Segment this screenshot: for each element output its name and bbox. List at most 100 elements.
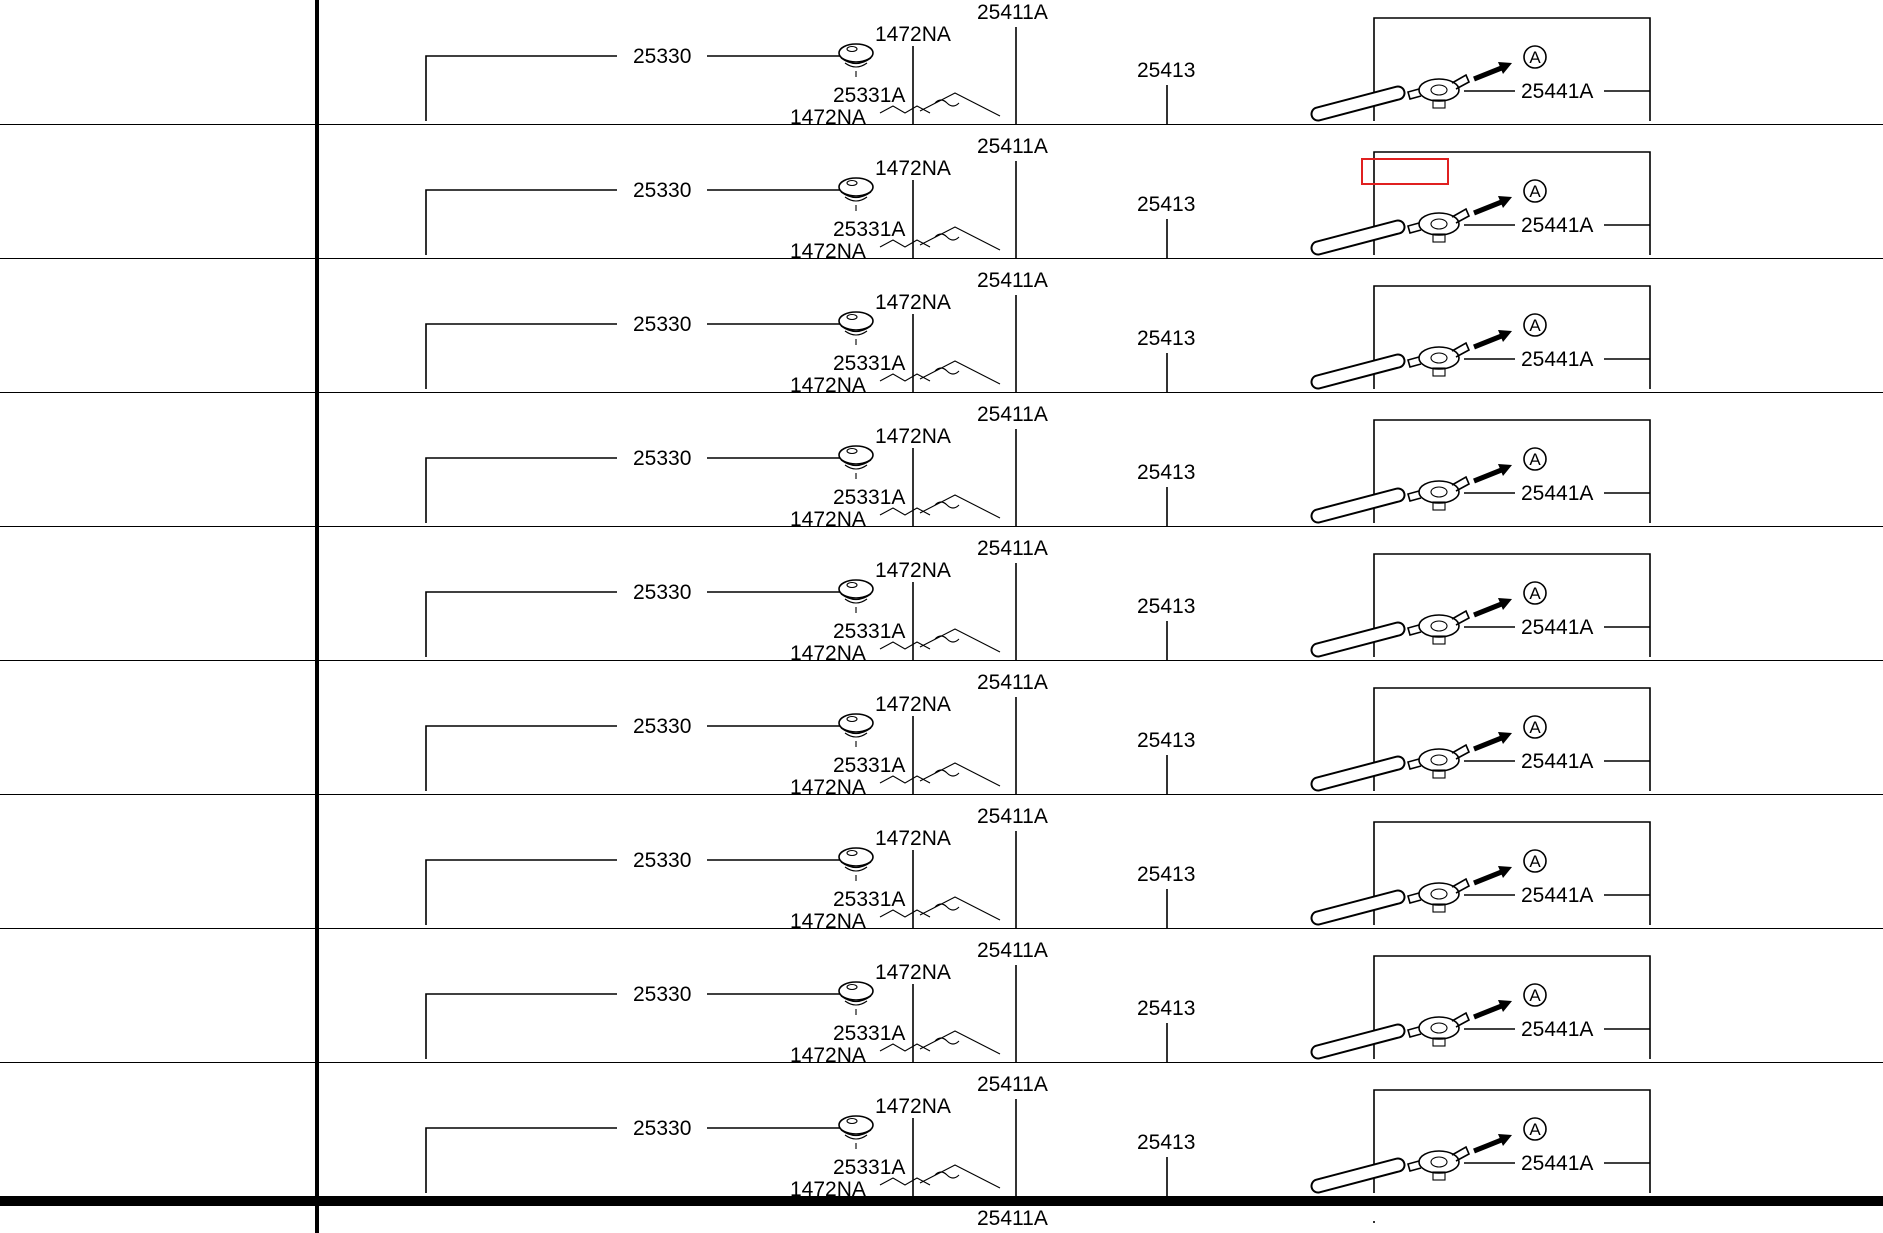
strip-drawing: 25330 1472NA 25331A 1472NA 25411A — [425, 1073, 1651, 1196]
label-25441a: 25441A — [1521, 750, 1593, 773]
diagram-strip-7: 25330 1472NA 25331A 1472NA 25411A — [0, 795, 1883, 928]
label-25411a: 25411A — [977, 403, 1048, 426]
radiator-cap-icon — [838, 579, 874, 613]
label-25331a: 25331A — [833, 620, 905, 643]
reference-a-label: A — [1529, 450, 1541, 469]
reference-a-icon: A — [1523, 313, 1547, 337]
radiator-cap-icon — [838, 1115, 874, 1149]
strip-drawing: 25330 1472NA 25331A 1472NA 25411A — [425, 537, 1651, 660]
label-25411a: 25411A — [977, 537, 1048, 560]
pipe-icon — [1310, 487, 1406, 524]
radiator-cap-icon — [838, 713, 874, 747]
reference-a-label: A — [1529, 48, 1541, 67]
arrow-icon — [1473, 598, 1512, 618]
diagram-strip-8: 25330 1472NA 25331A 1472NA 25411A — [0, 929, 1883, 1062]
label-25413: 25413 — [1137, 461, 1195, 484]
diagram-strip-6: 25330 1472NA 25331A 1472NA 25411A — [0, 661, 1883, 794]
label-25330: 25330 — [633, 45, 691, 68]
arrow-icon — [1473, 732, 1512, 752]
diagram-strip-1: 25330 1472NA 25331A 1472NA 25411A — [0, 0, 1883, 124]
diagram-strip-5: 25330 1472NA 25331A 1472NA 25411A — [0, 527, 1883, 660]
label-25330: 25330 — [633, 313, 691, 336]
label-25441a: 25441A — [1521, 348, 1593, 371]
label-25330: 25330 — [633, 1117, 691, 1140]
diagram-strip-2: 25330 1472NA 25331A 1472NA 25411A — [0, 125, 1883, 258]
pipe-icon — [1310, 621, 1406, 658]
partial-strip: 25411A — [0, 1197, 1883, 1233]
drain-cock-icon — [1407, 1011, 1471, 1047]
label-25331a: 25331A — [833, 352, 905, 375]
label-25411a-partial: 25411A — [977, 1207, 1048, 1230]
label-1472na: 1472NA — [875, 961, 951, 984]
pipe-icon — [1310, 1023, 1406, 1060]
label-1472na: 1472NA — [875, 291, 951, 314]
arrow-icon — [1473, 866, 1512, 886]
label-25441a: 25441A — [1521, 616, 1593, 639]
label-25441a: 25441A — [1521, 214, 1593, 237]
radiator-cap-icon — [838, 445, 874, 479]
label-1472na: 1472NA — [875, 559, 951, 582]
reference-a-label: A — [1529, 316, 1541, 335]
strip-drawing: 25330 1472NA 25331A 1472NA 25411A — [425, 939, 1651, 1062]
reference-a-icon: A — [1523, 715, 1547, 739]
reference-a-label: A — [1529, 584, 1541, 603]
pipe-icon — [1310, 353, 1406, 390]
label-25331a: 25331A — [833, 84, 905, 107]
label-25330: 25330 — [633, 447, 691, 470]
label-25331a: 25331A — [833, 1156, 905, 1179]
label-1472na-clipped: 1472NA — [790, 642, 866, 660]
strip-drawing: 25330 1472NA 25331A 1472NA 25411A — [425, 1, 1651, 124]
strip-separator — [0, 1196, 1883, 1206]
arrow-icon — [1473, 62, 1512, 82]
left-frame-bar — [315, 259, 319, 392]
reference-a-icon: A — [1523, 983, 1547, 1007]
strip-drawing: 25330 1472NA 25331A 1472NA 25411A — [425, 403, 1651, 526]
label-25441a: 25441A — [1521, 1152, 1593, 1175]
label-1472na-clipped: 1472NA — [790, 240, 866, 258]
label-25413: 25413 — [1137, 193, 1195, 216]
label-1472na-clipped: 1472NA — [790, 508, 866, 526]
label-1472na-clipped: 1472NA — [790, 1178, 866, 1196]
diagram-strip-9: 25330 1472NA 25331A 1472NA 25411A — [0, 1063, 1883, 1196]
selection-highlight — [1361, 158, 1449, 185]
drain-cock-icon — [1407, 207, 1471, 243]
left-frame-bar — [315, 125, 319, 258]
label-25413: 25413 — [1137, 997, 1195, 1020]
reference-a-label: A — [1529, 852, 1541, 871]
left-frame-bar — [315, 661, 319, 794]
label-25330: 25330 — [633, 849, 691, 872]
label-1472na-clipped: 1472NA — [790, 1044, 866, 1062]
drain-cock-icon — [1407, 743, 1471, 779]
radiator-cap-icon — [838, 847, 874, 881]
label-25411a: 25411A — [977, 805, 1048, 828]
pipe-icon — [1310, 889, 1406, 926]
left-frame-bar — [315, 527, 319, 660]
drain-cock-icon — [1407, 73, 1471, 109]
label-1472na: 1472NA — [875, 693, 951, 716]
strip-drawing: 25330 1472NA 25331A 1472NA 25411A — [425, 671, 1651, 794]
drain-cock-icon — [1407, 341, 1471, 377]
radiator-cap-icon — [838, 311, 874, 345]
label-25413: 25413 — [1137, 595, 1195, 618]
arrow-icon — [1473, 1000, 1512, 1020]
label-1472na: 1472NA — [875, 1095, 951, 1118]
label-25413: 25413 — [1137, 863, 1195, 886]
drain-cock-icon — [1407, 475, 1471, 511]
left-frame-bar — [315, 795, 319, 928]
reference-a-icon: A — [1523, 447, 1547, 471]
reference-a-label: A — [1529, 986, 1541, 1005]
partial-drawing: 25411A — [977, 1207, 1375, 1230]
diagram-strip-4: 25330 1472NA 25331A 1472NA 25411A — [0, 393, 1883, 526]
drain-cock-icon — [1407, 609, 1471, 645]
label-25331a: 25331A — [833, 888, 905, 911]
label-25411a: 25411A — [977, 939, 1048, 962]
reference-a-label: A — [1529, 1120, 1541, 1139]
label-25331a: 25331A — [833, 754, 905, 777]
reference-a-icon: A — [1523, 45, 1547, 69]
radiator-cap-icon — [838, 43, 874, 77]
label-25411a: 25411A — [977, 269, 1048, 292]
reference-a-icon: A — [1523, 581, 1547, 605]
label-1472na-clipped: 1472NA — [790, 910, 866, 928]
strip-drawing: 25330 1472NA 25331A 1472NA 25411A — [425, 135, 1651, 258]
